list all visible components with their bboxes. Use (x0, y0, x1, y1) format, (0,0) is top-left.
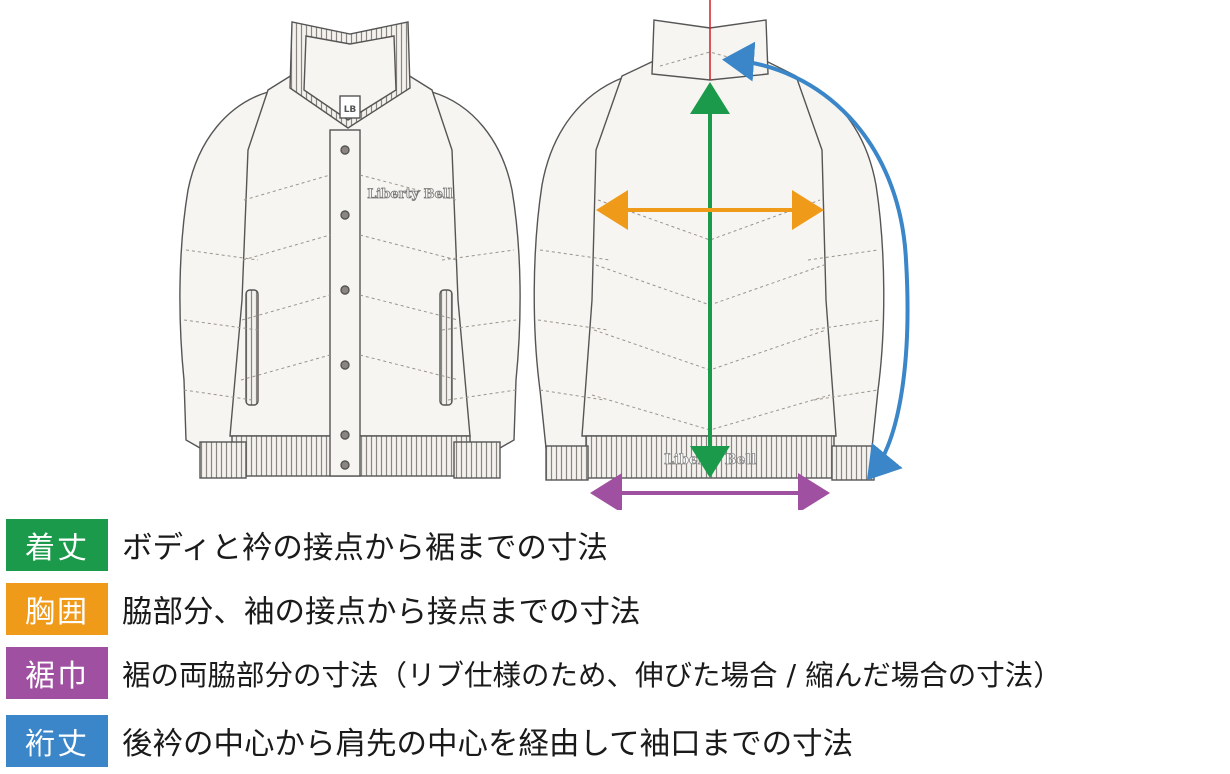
front-right-pocket (439, 289, 453, 406)
legend-row-hem: 裾巾 裾の両脇部分の寸法（リブ仕様のため、伸びた場合 / 縮んだ場合の寸法） (6, 646, 1062, 700)
legend-row-chest: 胸囲 脇部分、袖の接点から接点までの寸法 (6, 582, 641, 636)
front-brand-logo: Liberty Bell (367, 187, 453, 202)
front-left-pocket (245, 289, 259, 406)
front-placket (329, 129, 361, 477)
legend-text-sleeve: 後衿の中心から肩先の中心を経由して袖口までの寸法 (122, 727, 854, 762)
jacket-diagram: LB Liberty Bell Liberty Bell (179, 0, 910, 510)
legend-text-length: ボディと衿の接点から裾までの寸法 (122, 531, 608, 566)
front-label-text: LB (344, 105, 357, 115)
legend-tag-sleeve: 裄丈 (6, 715, 108, 767)
legend-tag-length: 着丈 (6, 519, 108, 571)
legend-row-sleeve: 裄丈 後衿の中心から肩先の中心を経由して袖口までの寸法 (6, 714, 853, 768)
legend-text-chest: 脇部分、袖の接点から接点までの寸法 (122, 595, 641, 630)
legend-text-hem: 裾の両脇部分の寸法（リブ仕様のため、伸びた場合 / 縮んだ場合の寸法） (122, 658, 1062, 692)
legend-row-length: 着丈 ボディと衿の接点から裾までの寸法 (6, 518, 608, 572)
front-jacket (179, 21, 521, 479)
legend-tag-hem: 裾巾 (6, 647, 108, 699)
sleeve-arrow (722, 41, 910, 481)
legend-tag-chest: 胸囲 (6, 583, 108, 635)
